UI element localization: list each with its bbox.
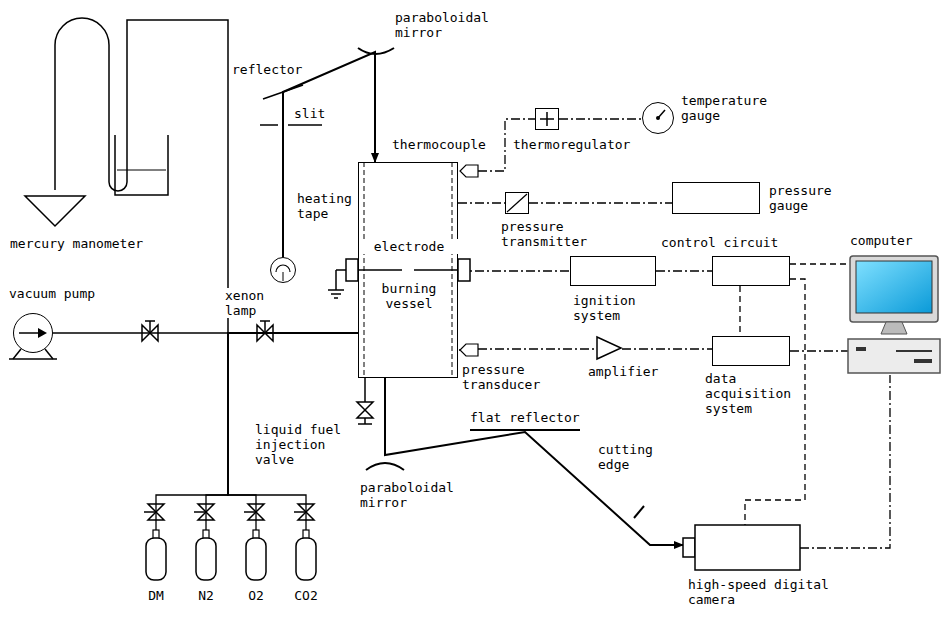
bottle-symbol <box>296 530 316 580</box>
gas-bottle: O2 <box>246 530 266 580</box>
connector <box>739 286 740 336</box>
bottle-symbol <box>246 530 266 580</box>
temperature-gauge: temperature gauge <box>642 102 674 134</box>
camera-symbol <box>683 525 800 570</box>
probe-symbol <box>460 165 478 177</box>
node-label: DM <box>136 588 176 603</box>
gas-bottle: N2 <box>196 530 216 580</box>
connector <box>559 118 642 119</box>
node-label: heating tape <box>297 191 355 221</box>
connector <box>800 375 890 548</box>
part-label: liquid fuel injection valve <box>255 422 355 467</box>
computer-symbol <box>848 255 940 375</box>
node-label: thermocouple <box>392 137 486 152</box>
gas-bottle: CO2 <box>296 530 316 580</box>
bottle-symbol <box>146 530 166 580</box>
node-label: N2 <box>186 588 226 603</box>
connector <box>228 333 358 530</box>
node-label: pressure transducer <box>462 362 557 392</box>
part-label: paraboloidal mirror <box>395 10 495 40</box>
node-label: ignition system <box>573 293 657 323</box>
node-label: temperature gauge <box>681 93 773 123</box>
connector <box>790 350 848 351</box>
thermocouple-probe: thermocouple <box>460 165 478 177</box>
node-label: pressure transmitter <box>501 219 596 249</box>
connector <box>156 333 358 530</box>
connector <box>478 348 596 349</box>
node-label: vacuum pump <box>9 286 95 301</box>
connector <box>385 378 683 545</box>
part-label: reflector <box>232 62 302 77</box>
probe-symbol <box>460 344 478 356</box>
pressure-transducer: pressure transducer <box>460 344 478 356</box>
xenon-lamp: xenon lamp <box>270 257 296 283</box>
pressure-transmitter: pressure transmitter <box>505 192 529 214</box>
ignition-system: ignition system <box>570 256 656 286</box>
pressure-gauge: pressure gauge <box>672 182 760 214</box>
node-label: computer <box>850 233 913 248</box>
node-label: data acquisition system <box>705 371 797 416</box>
connector <box>458 202 505 203</box>
node-label: thermoregulator <box>513 137 630 152</box>
vacuum-pump: vacuum pump <box>13 313 53 353</box>
connector <box>458 270 570 271</box>
amplifier-symbol: amplifier <box>596 336 622 360</box>
data-acquisition-box: data acquisition system <box>712 336 790 366</box>
bottle-symbol <box>196 530 216 580</box>
burning-vessel: heating tapeelectrodeburning vessel <box>358 162 458 378</box>
node-label: CO2 <box>286 588 326 603</box>
diag-symbol <box>505 192 529 214</box>
tri-symbol <box>596 336 622 360</box>
gas-bottle: DM <box>146 530 166 580</box>
part-label: flat reflector <box>470 410 580 425</box>
connector <box>656 270 712 271</box>
part-label: mercury manometer <box>10 236 143 251</box>
camera-icon: high-speed digital camera <box>683 525 800 570</box>
connector <box>622 348 712 349</box>
node-label: amplifier <box>588 364 658 379</box>
connector <box>529 202 672 203</box>
node-label: high-speed digital camera <box>688 577 838 607</box>
plus-symbol <box>535 108 559 130</box>
node-label: electrode <box>359 239 459 254</box>
thermoregulator-box: thermoregulator <box>535 108 559 130</box>
connector <box>790 263 848 264</box>
pump-symbol <box>13 313 53 353</box>
lamp-symbol <box>270 257 296 283</box>
node-label: burning vessel <box>369 281 449 311</box>
gauge-symbol <box>642 102 674 134</box>
connector <box>228 333 358 530</box>
node-label: xenon lamp <box>225 288 269 318</box>
node-label: O2 <box>236 588 276 603</box>
vessel-symbol <box>358 162 458 378</box>
part-label: paraboloidal mirror <box>360 480 460 510</box>
computer-icon: computer <box>848 255 940 375</box>
node-label: pressure gauge <box>769 183 835 213</box>
control-circuit: control circuit <box>712 256 790 286</box>
part-label: cutting edge <box>598 442 658 472</box>
connector <box>206 333 358 530</box>
node-label: control circuit <box>661 235 778 250</box>
part-label: slit <box>294 106 325 121</box>
